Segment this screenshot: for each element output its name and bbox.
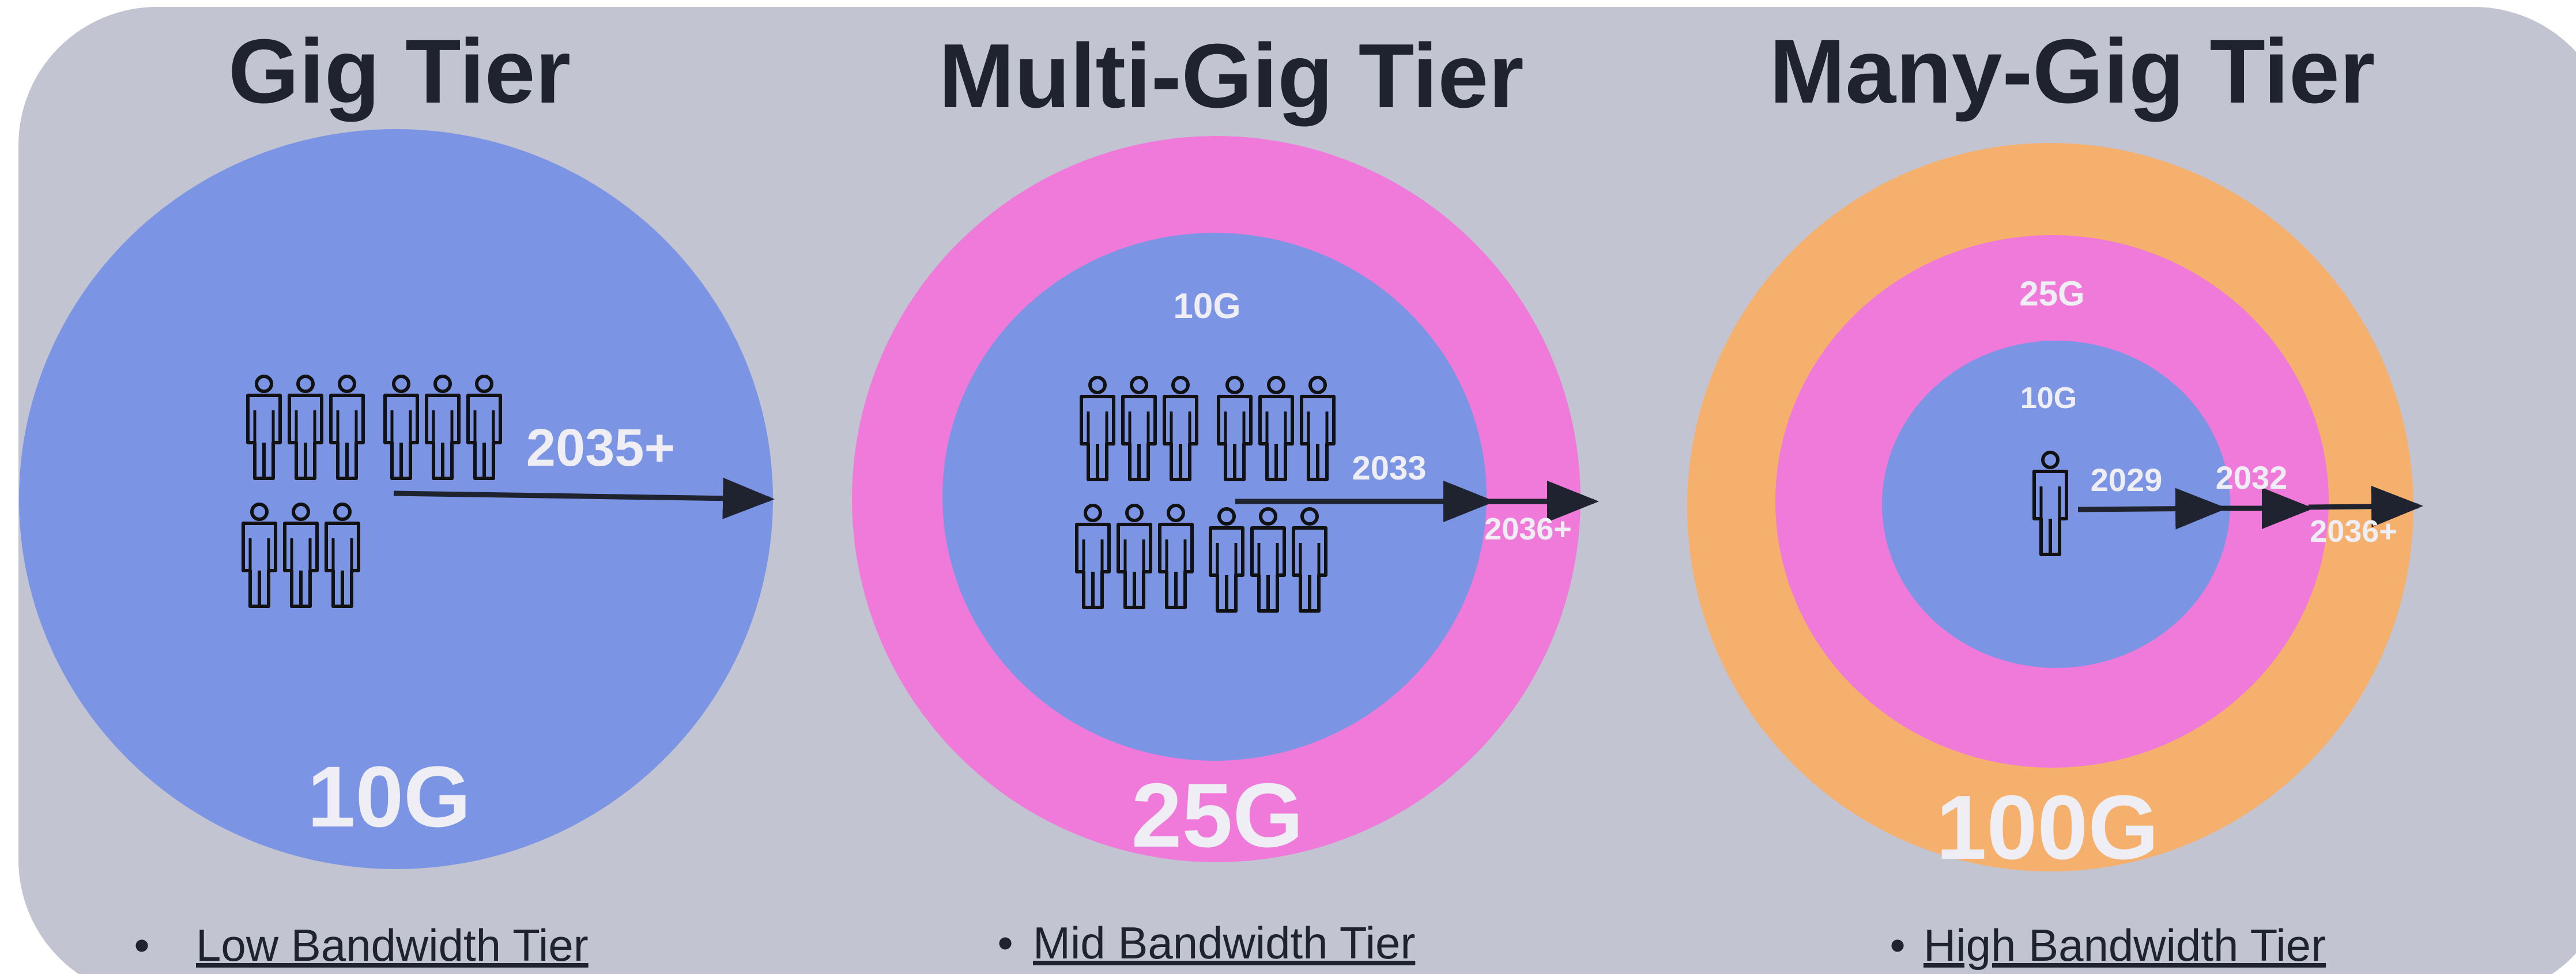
gig-tier-10g-circle	[19, 129, 773, 869]
multi-gig-tier-section: Multi-Gig Tier 10G 2033 2036+ 25G • Mid …	[852, 25, 1599, 968]
multi-gig-tier-speed-label: 25G	[1132, 765, 1304, 866]
many-gig-tier-middle-label: 25G	[2019, 274, 2084, 313]
multi-gig-tier-bandwidth-label: Mid Bandwidth Tier	[1033, 918, 1415, 968]
gig-tier-bullet: •	[134, 920, 149, 971]
gig-tier-year-label: 2035+	[526, 418, 675, 477]
arrow-right-icon	[2077, 488, 2227, 530]
gig-tier-title: Gig Tier	[228, 21, 571, 122]
many-gig-tier-year-label-2: 2032	[2216, 459, 2288, 496]
arrow-right-icon	[2308, 485, 2423, 527]
gig-tier-bandwidth-label: Low Bandwidth Tier	[196, 920, 589, 971]
multi-gig-tier-inner-label: 10G	[1173, 286, 1240, 326]
many-gig-tier-section: Many-Gig Tier 25G 10G 2029 2032 2036+ 10…	[1687, 21, 2423, 971]
multi-gig-tier-bullet: •	[997, 918, 1013, 968]
gig-tier-section: Gig Tier 2035+ 10G • Low Bandwidth Tier	[19, 21, 775, 971]
multi-gig-tier-year-label-1: 2033	[1352, 450, 1426, 487]
gig-tier-speed-label: 10G	[307, 748, 471, 845]
multi-gig-tier-10g-circle	[942, 233, 1487, 761]
many-gig-tier-bandwidth-label: High Bandwidth Tier	[1923, 920, 2326, 971]
arrow-right-icon	[393, 477, 775, 519]
many-gig-tier-title: Many-Gig Tier	[1770, 21, 2375, 122]
many-gig-tier-10g-circle	[1882, 341, 2230, 668]
multi-gig-tier-title: Multi-Gig Tier	[938, 25, 1523, 127]
many-gig-tier-year-label-3: 2036+	[2310, 514, 2397, 549]
many-gig-tier-speed-label: 100G	[1936, 777, 2159, 878]
many-gig-tier-bullet: •	[1889, 920, 1905, 971]
many-gig-tier-inner-label: 10G	[2020, 382, 2077, 415]
multi-gig-tier-year-label-2: 2036+	[1484, 512, 1572, 546]
many-gig-tier-year-label-1: 2029	[2091, 462, 2163, 498]
